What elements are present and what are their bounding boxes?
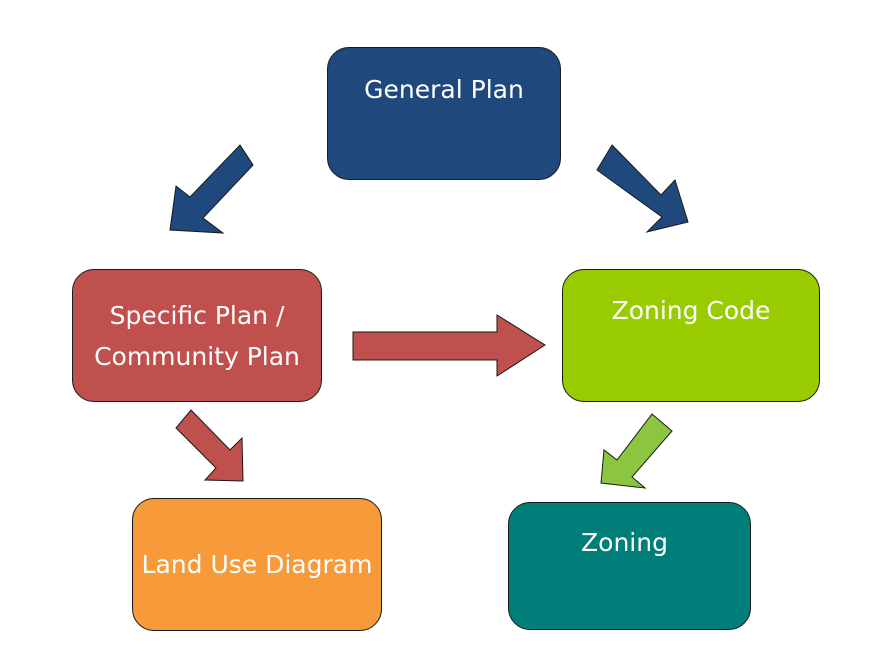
node-specific-plan-label-line2: Community Plan [94,341,300,371]
node-land-use-diagram: Land Use Diagram [132,498,382,631]
arrow-specific-to-zoning-code [352,314,546,377]
node-general-plan: General Plan [327,47,561,180]
node-land-use-diagram-label: Land Use Diagram [141,550,373,579]
node-zoning: Zoning [508,502,751,630]
arrow-general-to-zoning-code [596,144,689,233]
node-general-plan-label: General Plan [364,75,524,104]
node-zoning-code: Zoning Code [562,269,820,402]
node-specific-plan: Specific Plan / Community Plan [72,269,322,402]
node-zoning-code-label: Zoning Code [611,296,771,325]
node-specific-plan-label-line1: Specific Plan / [109,300,285,330]
arrow-specific-to-land-use [175,409,244,482]
node-zoning-label: Zoning [581,528,668,557]
arrow-general-to-specific [169,144,254,234]
arrow-zoning-code-to-zoning [600,413,673,489]
